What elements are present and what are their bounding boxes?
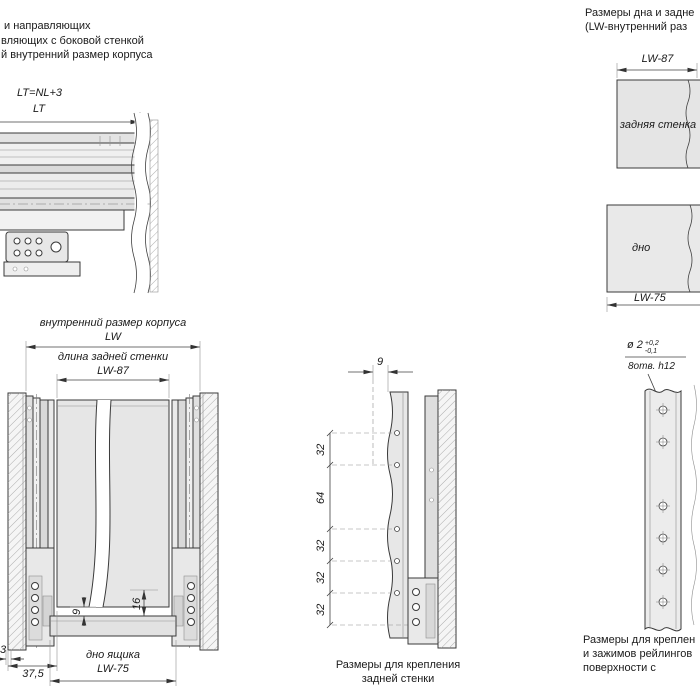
dim-lw: LW [104,331,122,343]
rear-view [326,365,457,649]
dim-16-front: 16 [131,597,143,610]
rear-caption-2: задней стенки [361,673,435,685]
panels-title-2: (LW-внутренний раз [585,21,688,33]
chain-dim-1: 32 [315,443,327,456]
chain-dim-5: 32 [315,603,327,616]
note-line-1: и направляющих [4,20,91,32]
formula-lt: LT=NL+3 [17,87,63,99]
panels-title-1: Размеры дна и задне [585,7,695,19]
holes-view [625,356,697,632]
hole-count-note: 8отв. h12 [628,361,675,372]
tol-minus: -0,1 [644,347,657,355]
hole-marks [656,403,670,609]
back-panel-front [56,399,170,608]
front-caption-back-len: длина задней стенки [57,351,169,363]
dim-lw87-front: LW-87 [97,365,129,377]
holes-caption-1: Размеры для креплен [583,634,696,646]
chain-dim-3: 32 [315,539,327,552]
dim-9-front: 9 [71,608,83,615]
dim-3-front: 3 [0,644,7,656]
holes-caption-3: поверхности с [583,662,656,674]
hole-dia-value: ø 2 [627,339,643,351]
panels-view [606,63,700,312]
dim-lw75-panels: LW-75 [634,292,666,304]
dim-lt: LT [33,103,46,115]
chain-dim-4: 32 [315,571,327,584]
hole-dia-tolerance: +0,2-0,1 [645,340,659,355]
dim-9-rear: 9 [376,356,384,368]
front-caption-inner: внутренний размер корпуса [39,317,187,329]
chain-dim-2: 64 [315,491,327,504]
rear-caption-1: Размеры для крепления [335,659,461,671]
back-panel-edge [387,391,409,639]
bottom-panel-label: дно [632,242,651,254]
tol-plus: +0,2 [644,340,659,347]
dim-37-5-front: 37,5 [22,668,44,680]
note-line-2: вляющих с боковой стенкой [1,35,144,47]
back-panel-shape [616,79,700,169]
drawer-bottom-shape [49,615,177,637]
note-line-3: й внутренний размер корпуса [1,49,153,61]
drawer-bottom-label: дно ящика [86,649,140,661]
side-view [0,112,159,296]
bottom-panel-shape [606,204,700,293]
dim-lw87-panels: LW-87 [641,53,674,65]
front-view [0,341,219,686]
back-panel-label: задняя стенка [619,119,697,131]
dim-lw75-front: LW-75 [97,663,129,675]
holes-caption-2: и зажимов рейлингов [583,648,693,660]
hole-dia-note: ø 2+0,2-0,1 [627,339,659,355]
